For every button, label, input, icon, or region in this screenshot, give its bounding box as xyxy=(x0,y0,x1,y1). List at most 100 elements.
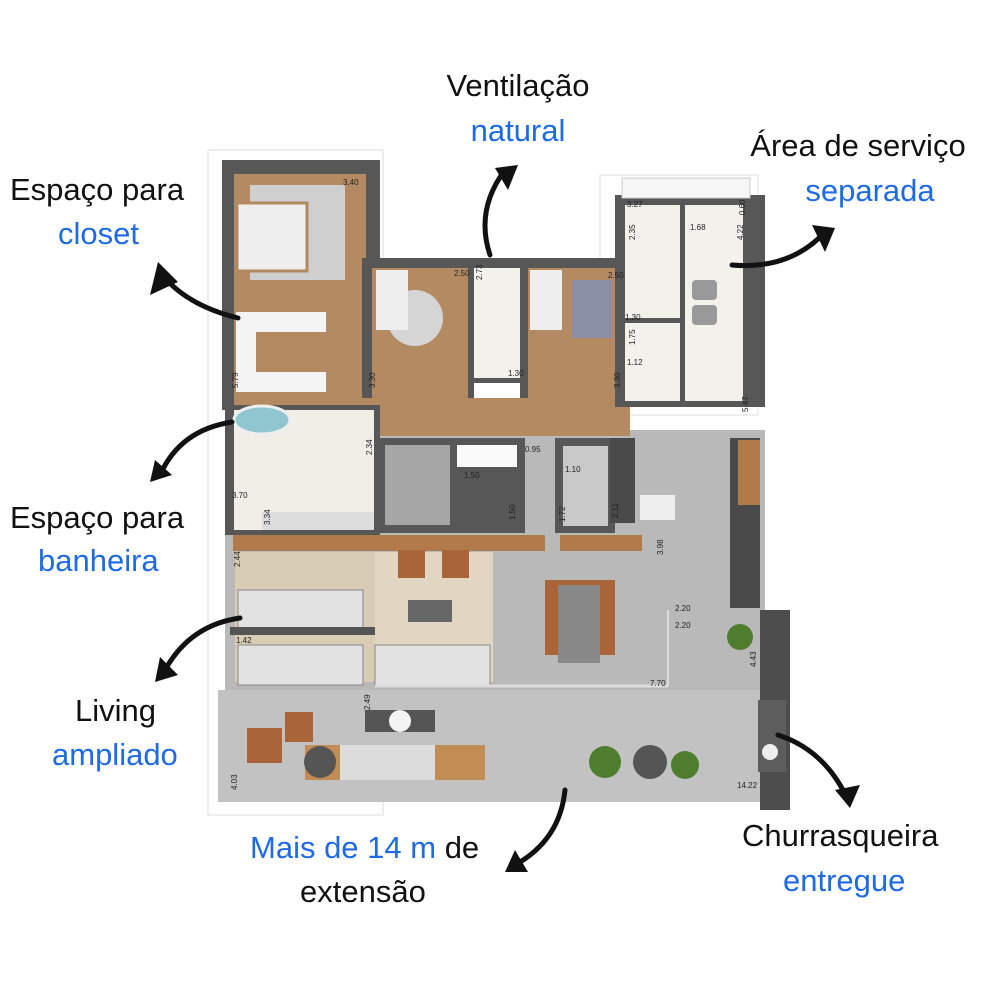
arrow-living xyxy=(162,615,243,673)
side-table xyxy=(304,746,336,778)
dimension-label: 2.34 xyxy=(365,439,374,455)
plant xyxy=(727,624,753,650)
dimension-label: 3.98 xyxy=(656,539,665,555)
arrowheads xyxy=(150,165,860,872)
plant xyxy=(589,746,621,778)
arrowhead-icon xyxy=(495,165,518,190)
bed xyxy=(235,201,309,273)
barbecue-label-line1: Churrasqueira xyxy=(742,818,939,853)
coffee-table xyxy=(408,600,452,622)
dimension-label: 3.30 xyxy=(368,372,377,388)
dining-table xyxy=(558,585,600,663)
arrow-service-area xyxy=(729,229,828,269)
extension-highlight: Mais de 14 m xyxy=(250,830,437,865)
arrowhead-icon xyxy=(812,225,835,252)
extension-label-line1: Mais de 14 m de xyxy=(250,830,479,866)
barbecue-label-line2: entregue xyxy=(783,863,906,898)
dimension-label: 1.10 xyxy=(565,465,581,474)
arrowhead-icon xyxy=(150,262,178,295)
dimension-label: 5.47 xyxy=(741,396,750,412)
dimension-label: 5.79 xyxy=(231,372,240,388)
dimension-labels: 3.40 2.50 2.73 2.50 3.27 0.60 2.35 1.68 4.22 1.30… xyxy=(230,178,758,790)
bathroom-floor xyxy=(474,268,520,378)
dimension-label: 1.50 xyxy=(508,504,517,520)
plant xyxy=(671,751,699,779)
dimension-label: 1.30 xyxy=(508,369,524,378)
dimension-label: 7.70 xyxy=(650,679,666,688)
ventilation-label-line2: natural xyxy=(470,113,566,148)
elevator xyxy=(385,445,450,525)
dimension-label: 3.40 xyxy=(343,178,359,187)
sideboard-cushion xyxy=(340,745,435,780)
dimension-label: 2.44 xyxy=(233,551,242,567)
arrow-ventilation xyxy=(482,167,508,258)
bed xyxy=(530,270,562,330)
dimension-label: 2.50 xyxy=(608,271,624,280)
armchair xyxy=(398,550,425,578)
closet-label-line2: closet xyxy=(58,216,139,251)
arrowhead-icon xyxy=(150,460,172,482)
sofa xyxy=(237,589,364,629)
service-wall xyxy=(680,205,685,401)
vanity xyxy=(262,512,374,530)
dimension-label: 3.34 xyxy=(263,509,272,525)
dryer xyxy=(692,305,717,325)
living-label-line2: ampliado xyxy=(52,737,178,772)
dimension-label: 0.60 xyxy=(738,199,747,215)
bathtub xyxy=(232,404,292,436)
service-balcony xyxy=(621,177,751,199)
cabinet-strip xyxy=(233,535,545,551)
cabinet-strip xyxy=(560,535,642,551)
washing-machine xyxy=(692,280,717,300)
dimension-label: 2.20 xyxy=(675,621,691,630)
dimension-label: 3.70 xyxy=(232,491,248,500)
dimension-label: 14.22 xyxy=(737,781,758,790)
sofa xyxy=(237,644,364,686)
dimension-label: 1.50 xyxy=(464,471,480,480)
kitchen-counter xyxy=(610,438,635,523)
dimension-label: 4.43 xyxy=(749,651,758,667)
dimension-label: 2.35 xyxy=(628,224,637,240)
closet-shelves xyxy=(236,372,326,392)
sofa xyxy=(374,644,491,686)
arrowhead-icon xyxy=(835,785,860,808)
shaft xyxy=(457,445,517,467)
extension-label-line2: extensão xyxy=(300,874,426,909)
extension-rest: de xyxy=(436,830,480,865)
dimension-label: 2.73 xyxy=(475,264,484,280)
barbecue-sink xyxy=(762,744,778,760)
ottoman xyxy=(285,712,313,742)
living-label-line1: Living xyxy=(75,693,156,728)
powder-room-floor xyxy=(563,446,608,526)
dimension-label: 1.75 xyxy=(628,329,637,345)
arrowhead-icon xyxy=(155,657,178,682)
dimension-label: 2.49 xyxy=(363,694,372,710)
bathtub-label-line1: Espaço para xyxy=(10,500,185,535)
counter-wood xyxy=(738,440,760,505)
dimension-label: 3.30 xyxy=(613,372,622,388)
dimension-label: 4.22 xyxy=(736,224,745,240)
dimension-label: 1.72 xyxy=(558,506,567,522)
dimension-label: 2.50 xyxy=(454,269,470,278)
dimension-label: 1.42 xyxy=(236,636,252,645)
dimension-label: 4.03 xyxy=(230,774,239,790)
service-area-label-line2: separada xyxy=(805,173,935,208)
side-table xyxy=(633,745,667,779)
bed xyxy=(376,270,408,330)
arrow-bathtub xyxy=(157,419,235,478)
cooktop xyxy=(640,495,675,520)
dimension-label: 1.68 xyxy=(690,223,706,232)
arrow-extension xyxy=(512,787,568,868)
closet-shelves xyxy=(236,312,326,332)
closet-label-line1: Espaço para xyxy=(10,172,185,207)
armchair xyxy=(247,728,282,763)
bathtub-label-line2: banheira xyxy=(38,543,159,578)
dimension-label: 1.30 xyxy=(625,313,641,322)
dimension-label: 3.27 xyxy=(627,200,643,209)
dimension-label: 1.12 xyxy=(627,358,643,367)
dimension-label: 0.95 xyxy=(525,445,541,454)
service-area-label-line1: Área de serviço xyxy=(750,128,966,163)
patterned-rug xyxy=(572,280,612,338)
dimension-label: 2.11 xyxy=(611,502,620,518)
